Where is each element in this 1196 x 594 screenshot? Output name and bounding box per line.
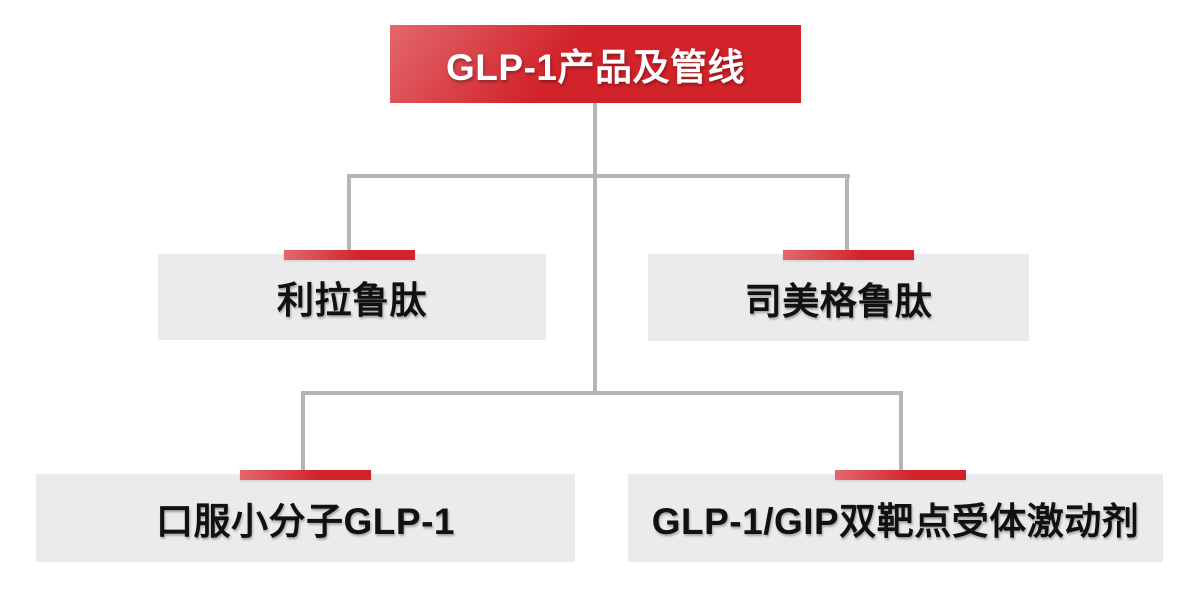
connector-branch-level2: [347, 174, 850, 178]
node-root-label: GLP-1产品及管线: [446, 47, 745, 88]
node-semaglutide-accent-bar: [783, 250, 914, 260]
node-liraglutide-accent-bar: [284, 250, 415, 260]
node-semaglutide: 司美格鲁肽: [648, 254, 1029, 341]
node-oral-small-molecule-accent-bar: [240, 470, 371, 480]
connector-trunk: [593, 103, 597, 393]
node-root: GLP-1产品及管线: [390, 25, 801, 103]
node-liraglutide-label: 利拉鲁肽: [277, 280, 427, 321]
node-dual-agonist-accent-bar: [835, 470, 966, 480]
connector-drop-dual-agonist: [899, 391, 903, 474]
connector-branch-level3: [301, 391, 903, 395]
node-oral-small-molecule-label: 口服小分子GLP-1: [156, 501, 455, 542]
node-oral-small-molecule: 口服小分子GLP-1: [36, 474, 575, 562]
node-dual-agonist-label: GLP-1/GIP双靶点受体激动剂: [651, 501, 1140, 542]
connector-drop-oral-small-molecule: [301, 391, 305, 474]
node-liraglutide: 利拉鲁肽: [158, 254, 546, 340]
connector-drop-semaglutide: [845, 174, 849, 254]
connector-drop-liraglutide: [347, 174, 351, 254]
node-semaglutide-label: 司美格鲁肽: [744, 280, 933, 322]
node-dual-agonist: GLP-1/GIP双靶点受体激动剂: [628, 474, 1163, 562]
